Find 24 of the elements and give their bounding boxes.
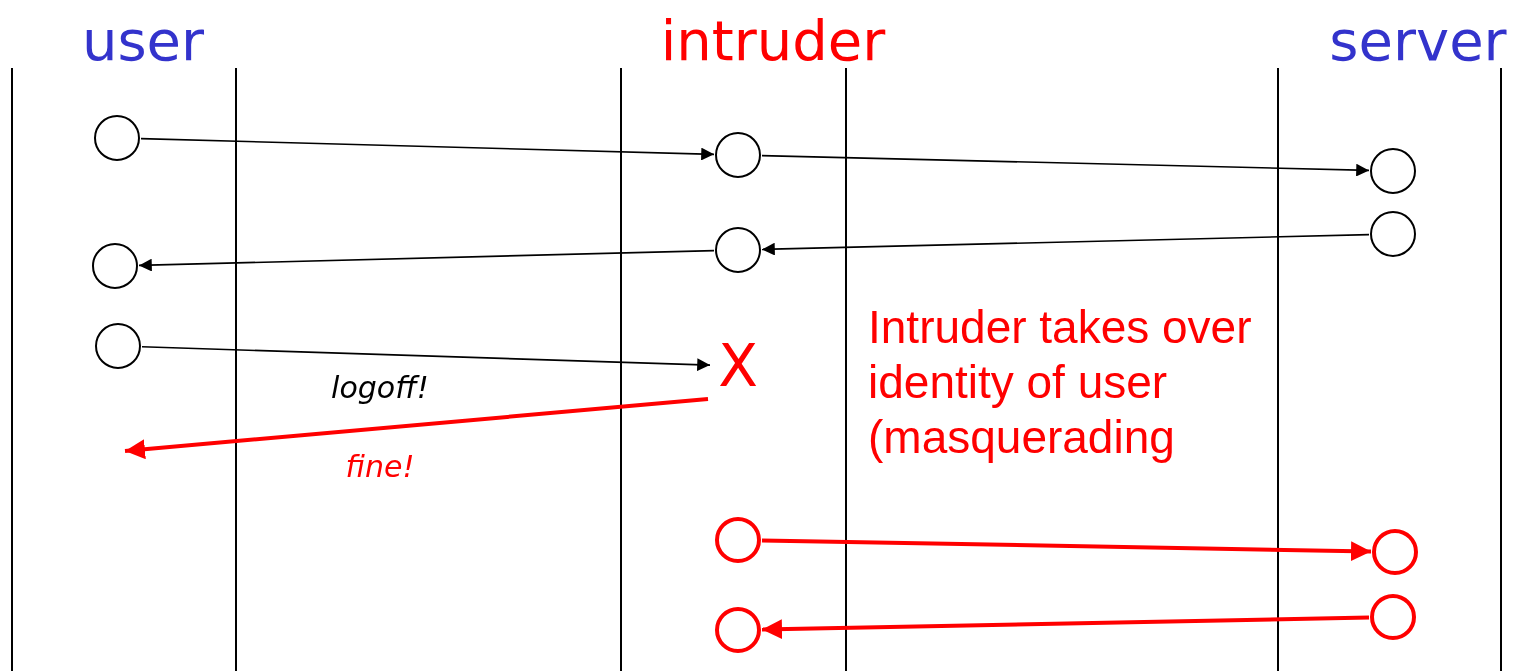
arrow <box>761 538 1372 562</box>
arrow <box>761 233 1370 256</box>
event-circle <box>1372 529 1418 575</box>
event-circle <box>715 132 761 178</box>
arrow <box>761 154 1370 177</box>
event-circle <box>1370 211 1416 257</box>
event-circle <box>715 227 761 273</box>
arrow <box>141 345 711 372</box>
event-circle <box>1370 148 1416 194</box>
column-title: intruder <box>660 7 886 73</box>
arrow <box>138 249 715 272</box>
event-circle <box>715 607 761 653</box>
column-title: server <box>1329 7 1507 73</box>
arrow <box>140 137 715 161</box>
event-circle <box>94 115 140 161</box>
column-title: user <box>81 7 205 73</box>
event-circle <box>92 243 138 289</box>
cross-mark: X <box>710 334 766 398</box>
arrow <box>761 615 1370 640</box>
annotation-text: Intruder takes over identity of user (masquerading <box>868 300 1253 466</box>
event-circle <box>1370 594 1416 640</box>
arrow <box>124 397 709 460</box>
event-circle <box>715 517 761 563</box>
event-circle <box>95 323 141 369</box>
